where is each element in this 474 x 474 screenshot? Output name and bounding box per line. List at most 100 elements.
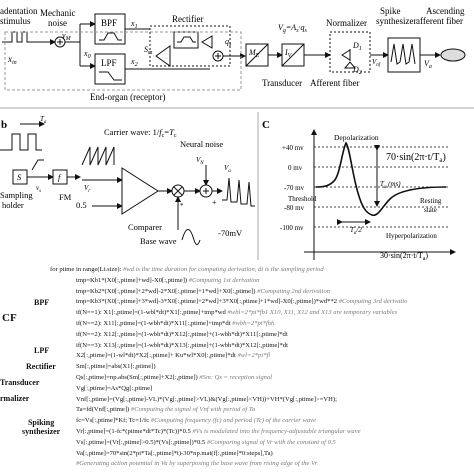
q-s-label: qs	[225, 37, 232, 48]
code-line: fc=Vs[:,ptime]*Kf; Tc=1/fc #Computing fr…	[76, 417, 316, 425]
code-text: Vg[:,ptime]=As*Qg[:,ptime]	[76, 384, 153, 392]
half-label: 0.5	[76, 200, 87, 210]
plus-sign: +	[212, 198, 217, 207]
rectifier-box	[149, 25, 231, 67]
afferent-fiber-icon	[440, 48, 466, 62]
code-comment: #Computing 1st derivation	[188, 276, 260, 284]
code-line: Va[:,ptime]=70*sin(2*pi*Ta[:,ptime]*t)-3…	[76, 450, 273, 458]
comparer-label: Comparer	[128, 222, 162, 232]
rectifier-amp	[155, 45, 171, 67]
group-label-normalizer: rmalizer	[0, 394, 30, 403]
threshold-label: Threshold	[288, 195, 317, 203]
s-m-label: Sm	[144, 45, 153, 56]
rectifier-amp-2	[201, 35, 213, 49]
rest-mv-label: -70mV	[218, 228, 243, 238]
base-wave-icon	[181, 229, 201, 245]
ascending-label-2: afferent fiber	[416, 16, 463, 26]
code-comment: #Generating action potential in Va by su…	[76, 460, 318, 468]
s-label: S	[17, 172, 22, 182]
panel-c: C +40 mv 0 mv -70 mv -80 mv -100 mv Depo…	[262, 119, 456, 262]
mv-label-0: 0 mv	[288, 164, 303, 172]
x0-label: x0	[83, 49, 91, 60]
mv-label-minus100: -100 mv	[280, 224, 304, 232]
code-text: Va[:,ptime]=70*sin(2*pi*Ta[:,ptime]*t)-3…	[76, 449, 273, 457]
v-a-label-a: Va	[424, 59, 432, 70]
mechanic-noise-label-2: noise	[48, 18, 67, 28]
code-line: Vs[:,ptime]=(Vr[:,ptime]>0.5)*(Vs[:,ptim…	[76, 439, 336, 447]
panel-b-letter: b	[1, 119, 7, 131]
v-r-label: Vr	[84, 184, 90, 194]
code-line: #Generating action potential in Va by su…	[76, 460, 317, 468]
action-potential-train-icon	[222, 177, 255, 207]
formula-bottom: 30·sin(2π·t/Ta)	[380, 251, 428, 262]
code-comment: #wl=2*pi*fl	[237, 352, 271, 360]
code-comment: #Computing the signal of Vnf with period…	[130, 406, 256, 414]
me-label: ME	[248, 48, 260, 59]
sawtooth-carrier-icon	[81, 146, 115, 166]
code-line: Ta=fd(Vnf[:,ptime]) #Computing the signa…	[76, 406, 255, 414]
code-text: fc=Vs[:,ptime]*Kf; Tc=1/fc	[76, 417, 150, 425]
code-text: Sm[:,ptime]=abs(X1[:,ptime])	[76, 363, 156, 371]
code-line: if(N==2): X12[:,ptime]=(1-wbh*dt)*X12[:,…	[76, 331, 288, 339]
panel-c-letter: C	[262, 119, 270, 131]
resting-label-2: state	[424, 206, 437, 214]
code-comment: #Computing frequency (fc) and period (Tc…	[150, 417, 317, 425]
rectifier-wave-block	[173, 31, 199, 49]
code-text: if(N==3): X13[:,ptime]=(1-wbh*dt)*X13[:,…	[76, 341, 288, 349]
group-label-transducer: Transducer	[0, 378, 40, 387]
stimulus-label-1: adentation	[0, 6, 38, 16]
group-label-rectifier: Rectifier	[26, 362, 56, 371]
code-line: Vg[:,ptime]=As*Qg[:,ptime]	[76, 385, 152, 393]
code-text: if(N==2): X12[:,ptime]=(1-wbh*dt)*X12[:,…	[76, 330, 288, 338]
mv-label-minus80: -80 mv	[284, 204, 305, 212]
resting-label-1: Resting	[420, 197, 442, 205]
code-text: tmp=Kb3*(X0[:,ptime]+3*wd]-3*X0[:,ptime]…	[76, 298, 338, 306]
mechanic-noise-label-1: Mechanic	[40, 8, 75, 18]
code-comment: #Vs is modulated into the frequency-adju…	[192, 428, 361, 435]
code-line: Sm[:,ptime]=abs(X1[:,ptime])	[76, 363, 156, 371]
code-comment: #wbl=2*pi*fb1 X10, X11, X12 and X13 are …	[227, 309, 398, 317]
code-text: if(N==2): X11[:,ptime]=(1-wbh*dt)*X11[:,…	[76, 320, 231, 327]
ascending-label-1: Ascending	[426, 6, 465, 16]
code-line: tmp=Kb1*(X0[:,ptime]+wd]-X0[:,ptime]) #C…	[76, 277, 259, 285]
d1-label: D1	[352, 41, 362, 52]
hyper-label: Hyperpolarization	[386, 232, 437, 240]
code-comment: #Computing 3rd derivatio	[338, 298, 408, 306]
rectifier-label: Rectifier	[172, 14, 203, 24]
side-letter-cf: CF	[2, 312, 17, 324]
lpf-response-icon	[99, 71, 122, 81]
code-line: tmp=Kb2*(X0[:,ptime]+2*wd]-2*X0[:,ptime]…	[76, 288, 330, 296]
stimulus-label-2: stimulus	[0, 16, 31, 26]
base-wave-label: Base wave	[140, 236, 177, 246]
comparer-triangle	[121, 167, 159, 215]
code-text: Ta=fd(Vnf[:,ptime])	[76, 406, 130, 414]
code-text: for ptime in range(Lt.size):	[50, 266, 122, 273]
spike-label-1: Spike	[380, 6, 401, 16]
depolarization-label: Depolarization	[334, 133, 379, 142]
group-label-spiking: Spiking synthesizer	[22, 418, 61, 436]
v-nf-label: Vnf	[372, 58, 381, 68]
group-label-bpf: BPF	[34, 298, 50, 307]
end-organ-label: End-organ (receptor)	[90, 92, 166, 102]
code-comment: #wbh=2*pi*fbh	[232, 320, 275, 327]
v-s-label: vs	[36, 184, 41, 194]
diode-d2-icon	[343, 61, 357, 69]
normalizer-label: Normalizer	[326, 18, 367, 28]
code-comment: #Computing 2nd derivation	[257, 287, 331, 295]
bpf-block	[94, 13, 126, 45]
normalizer-box	[329, 31, 371, 73]
group-label-lpf: LPF	[34, 346, 50, 355]
formula-top: 70·sin(2π·t/Ta)	[386, 152, 446, 164]
diode-d1-icon	[341, 49, 351, 61]
d2-label: D2	[352, 65, 362, 76]
bpf-label: BPF	[101, 18, 117, 28]
code-text: Vs[:,ptime]=(Vr[:,ptime]>0.5)*(Vs[:,ptim…	[76, 438, 206, 446]
code-text: tmp=Kb1*(X0[:,ptime]+wd]-X0[:,ptime])	[76, 276, 188, 284]
f-label: f	[58, 172, 62, 182]
code-line: tmp=Kb3*(X0[:,ptime]+3*wd]-3*X0[:,ptime]…	[76, 298, 407, 306]
iv-label: IV	[284, 48, 293, 59]
panel-a: adentation stimulus xin Mechanic noise y…	[0, 6, 474, 109]
code-line: if(N==1): X1[:,ptime]=(1-wbl*dt)*X1[:,pt…	[76, 309, 397, 317]
sampling-label-2: holder	[2, 200, 24, 210]
carrier-label: Carrier wave: 1/fc=Tc	[104, 127, 177, 139]
